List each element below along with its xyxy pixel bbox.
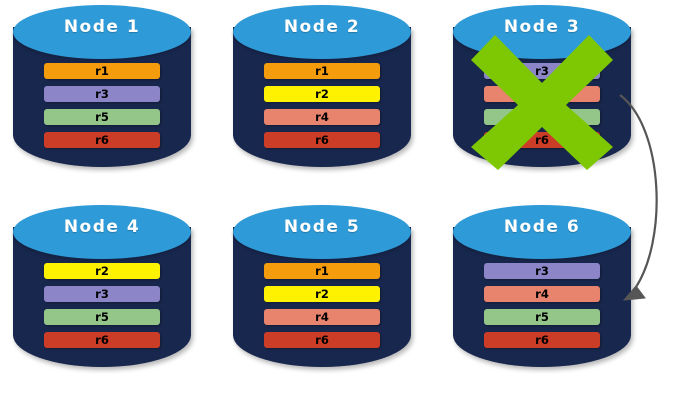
record-bar[interactable]: r6 [44, 132, 160, 148]
record-bar[interactable]: r3 [484, 63, 600, 79]
record-bar-list: r3 r4 r5 r6 [484, 263, 600, 348]
cylinder-top-ellipse [453, 5, 631, 59]
record-bar-list: r1 r2 r4 r6 [264, 63, 380, 148]
record-bar[interactable]: r2 [44, 263, 160, 279]
record-bar[interactable]: r4 [264, 309, 380, 325]
record-bar-list: r1 r3 r5 r6 [44, 63, 160, 148]
record-bar[interactable]: r5 [484, 309, 600, 325]
record-bar[interactable]: r5 [44, 309, 160, 325]
record-bar[interactable]: r6 [264, 332, 380, 348]
cylinder-top-ellipse [13, 5, 191, 59]
record-bar[interactable]: r1 [44, 63, 160, 79]
cylinder-top-ellipse [453, 205, 631, 259]
record-bar[interactable]: r4 [484, 286, 600, 302]
record-bar-list: r1 r2 r4 r6 [264, 263, 380, 348]
record-bar[interactable]: r1 [264, 63, 380, 79]
record-bar[interactable]: r6 [264, 132, 380, 148]
record-bar[interactable]: r2 [264, 86, 380, 102]
cylinder-top-ellipse [233, 205, 411, 259]
record-bar-list: r2 r3 r5 r6 [44, 263, 160, 348]
record-bar[interactable]: r2 [264, 286, 380, 302]
record-bar-list: r3 r4 r5 r6 [484, 63, 600, 148]
record-bar[interactable]: r5 [484, 109, 600, 125]
cylinder-top-ellipse [13, 205, 191, 259]
record-bar[interactable]: r3 [44, 86, 160, 102]
record-bar[interactable]: r5 [44, 109, 160, 125]
record-bar[interactable]: r6 [484, 332, 600, 348]
record-bar[interactable]: r3 [44, 286, 160, 302]
record-bar[interactable]: r4 [484, 86, 600, 102]
record-bar[interactable]: r4 [264, 109, 380, 125]
record-bar[interactable]: r1 [264, 263, 380, 279]
record-bar[interactable]: r3 [484, 263, 600, 279]
cylinder-top-ellipse [233, 5, 411, 59]
record-bar[interactable]: r6 [44, 332, 160, 348]
record-bar[interactable]: r6 [484, 132, 600, 148]
